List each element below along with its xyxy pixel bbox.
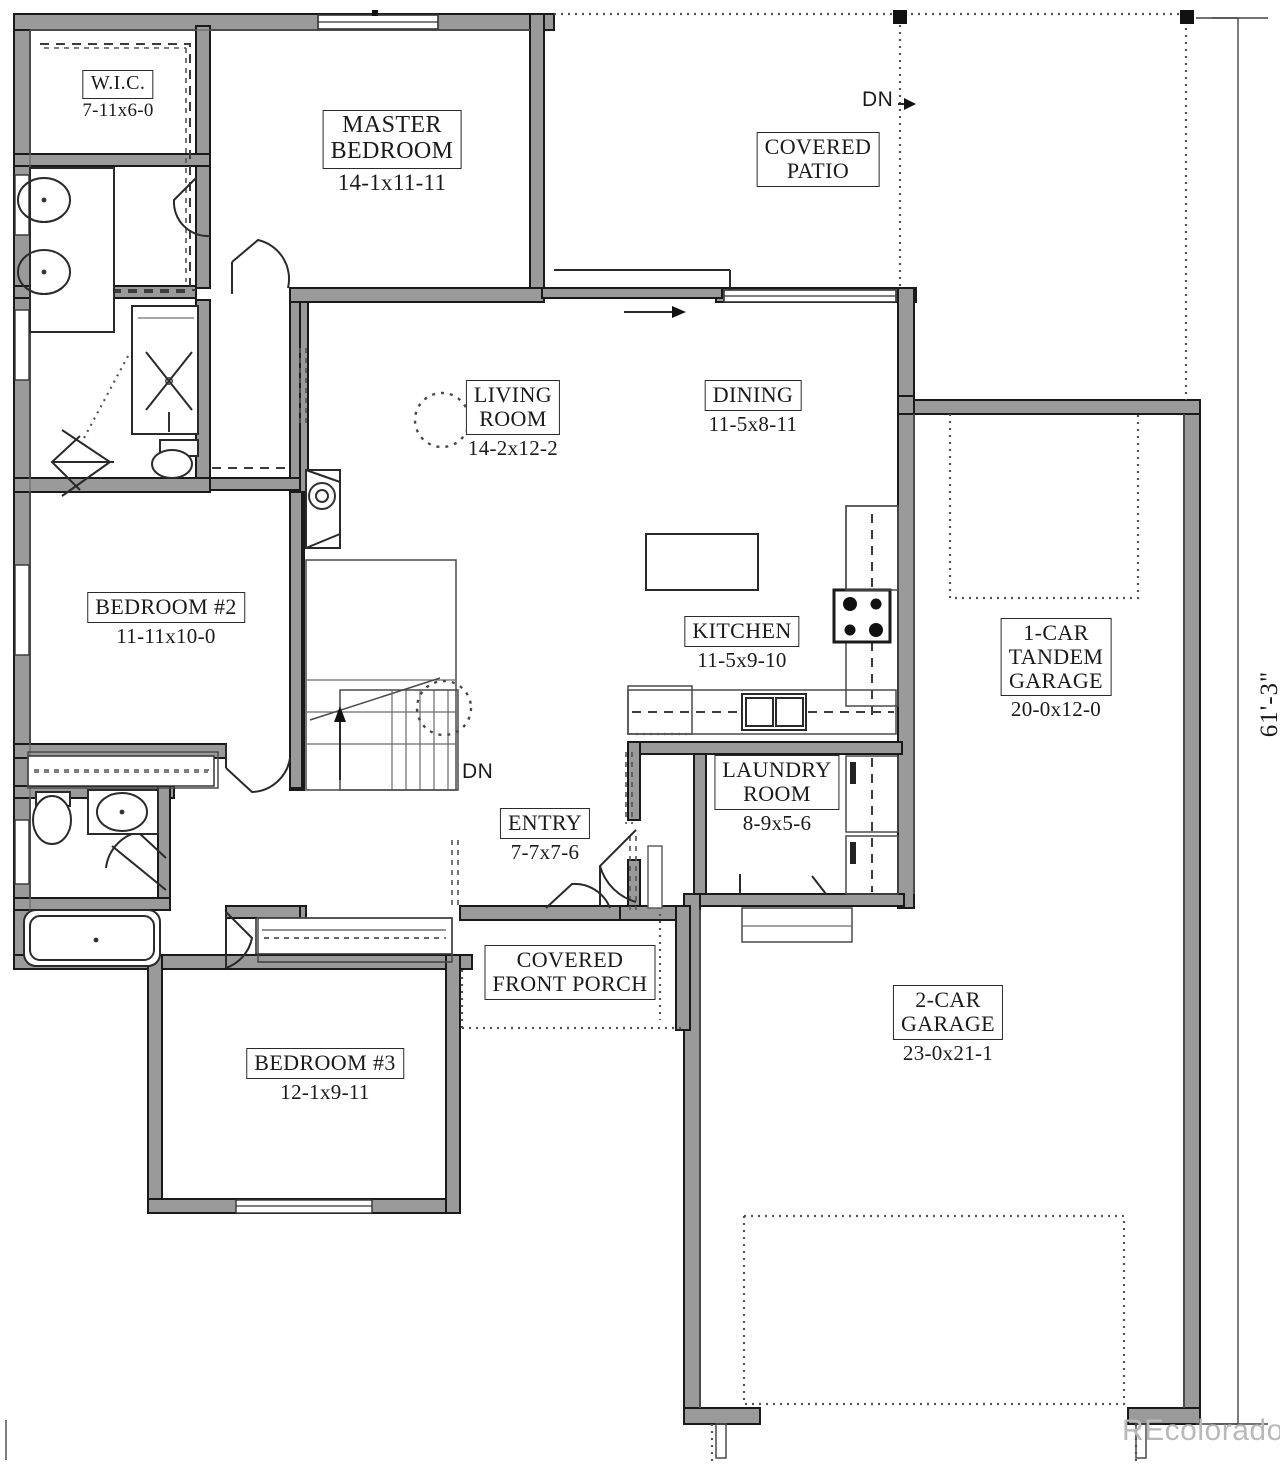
tandem-garage-outline bbox=[948, 414, 1140, 600]
stair-dn-marker-1: DN bbox=[462, 760, 494, 783]
laundry-fixtures bbox=[739, 755, 899, 943]
bath2-fixtures bbox=[23, 789, 161, 967]
hall-fixtures bbox=[299, 348, 637, 910]
door-swings bbox=[61, 429, 291, 969]
master-bath-fixtures bbox=[17, 167, 291, 491]
kitchen-fixtures bbox=[627, 505, 899, 736]
stair-dn-marker-0: DN bbox=[862, 88, 894, 111]
watermark-recolorado: REcolorado bbox=[1122, 1414, 1280, 1447]
entry-door bbox=[545, 829, 663, 1020]
bedroom2-closet bbox=[27, 751, 219, 789]
overall-dimension-line bbox=[1196, 17, 1268, 1425]
wall-structure bbox=[13, 13, 1201, 1425]
covered-patio-outline bbox=[554, 10, 1194, 400]
two-car-garage-door-outline bbox=[710, 1214, 1147, 1464]
overall-dimension-label: 61'-3" bbox=[1256, 670, 1280, 738]
bedroom3-closet bbox=[257, 917, 453, 963]
staircase bbox=[305, 391, 473, 791]
front-porch-outline bbox=[460, 970, 682, 1030]
